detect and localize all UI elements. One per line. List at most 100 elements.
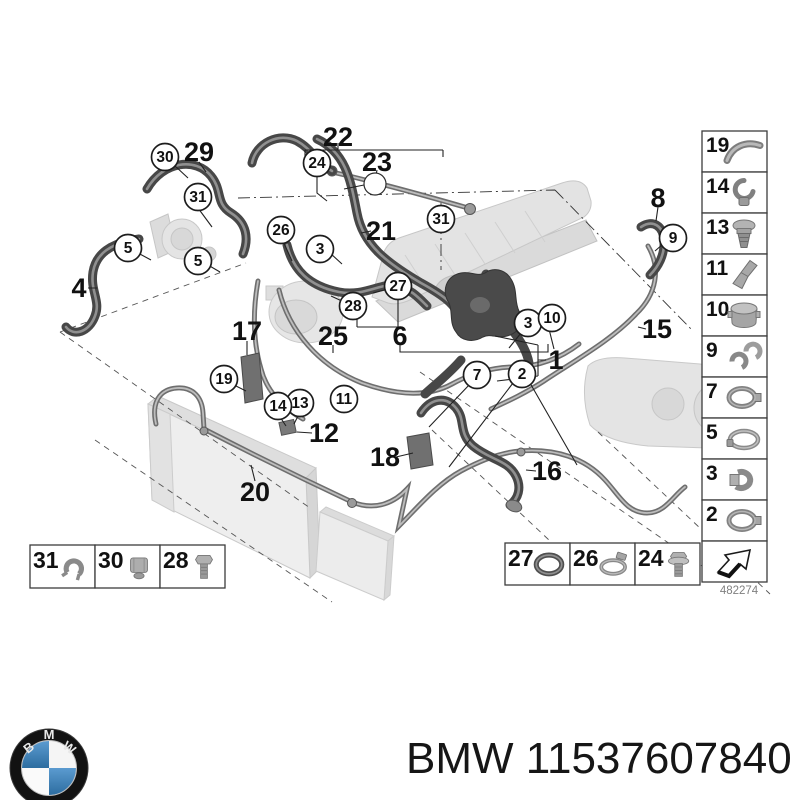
- sidebar-cell-9: 9: [701, 335, 768, 378]
- sidebar-arrow-cell: [701, 540, 768, 583]
- callout-20: 20: [240, 477, 270, 507]
- cell-number: 2: [706, 503, 718, 526]
- table-middle: 27 26 24: [504, 542, 701, 586]
- sidebar-cell-3: 3: [701, 458, 768, 501]
- clamp-spring-icon: [61, 558, 84, 581]
- callout-17: 17: [232, 316, 262, 346]
- callout-circled-10: 10: [537, 303, 567, 333]
- callout-22: 22: [323, 122, 353, 152]
- drawing-code: 482274: [720, 585, 759, 597]
- callout-18: 18: [370, 442, 400, 472]
- callout-circle: [338, 291, 368, 321]
- cell-number: 27: [508, 545, 534, 571]
- table-cell-24: 24: [634, 542, 701, 586]
- clip-c-icon: [729, 469, 754, 491]
- cell-number: 10: [706, 298, 729, 321]
- callout-number: 9: [669, 230, 678, 247]
- cell-number: 28: [163, 547, 189, 573]
- coolant-hoses: [61, 133, 669, 510]
- sidebar-cell-19: 19: [701, 130, 768, 173]
- callout-circle: [266, 215, 296, 245]
- arrow-out-icon: [716, 548, 752, 579]
- callout-circled-9: 9: [658, 223, 688, 253]
- callout-circled-5: 5: [183, 246, 213, 276]
- callout-circled-19: 19: [209, 364, 239, 394]
- callout-circle: [426, 204, 456, 234]
- callout-number: 26: [272, 222, 290, 239]
- rivet-icon: [732, 219, 756, 248]
- part-number: BMW 11537607840: [406, 734, 792, 784]
- thermostat-cap: [470, 297, 490, 313]
- cell-number: 9: [706, 339, 718, 362]
- valve-cover-silhouette: [371, 180, 592, 305]
- cell-number: 19: [706, 134, 729, 157]
- callout-circled-13: 13: [285, 388, 315, 418]
- callout-29: 29: [184, 137, 214, 167]
- callout-circled-30: 30: [150, 142, 180, 172]
- small-parts: [240, 352, 523, 513]
- callout-16: 16: [532, 456, 562, 486]
- sidebar-cell-11: 11: [701, 253, 768, 296]
- table-cell-27: 27: [504, 542, 571, 586]
- callout-23: 23: [362, 147, 392, 177]
- cell-number: 24: [638, 545, 664, 571]
- condenser: [315, 506, 395, 602]
- callout-12: 12: [309, 418, 339, 448]
- callout-circled-14: 14: [263, 391, 293, 421]
- callout-circled-31: 31: [426, 204, 456, 234]
- holder-clip-icon: [732, 178, 756, 206]
- callout-number: 13: [291, 395, 309, 412]
- table-cell-31: 31: [29, 544, 96, 589]
- callout-circle: [507, 359, 537, 389]
- logo-quadrant-blue-tl: [22, 741, 49, 768]
- cell-box: [634, 542, 701, 586]
- callout-number: 5: [194, 253, 203, 270]
- callout-21: 21: [366, 216, 396, 246]
- callout-number: 3: [316, 241, 325, 258]
- gasket-circle-23: [363, 172, 387, 196]
- callout-circle: [305, 234, 335, 264]
- cell-number: 11: [706, 257, 729, 280]
- brand-text: BMW: [406, 734, 514, 783]
- callout-circle: [462, 360, 492, 390]
- clamp-double-icon: [729, 341, 763, 370]
- sleeve-clamp-icon: [130, 557, 148, 580]
- cell-number: 3: [706, 462, 718, 485]
- bmw-logo: B M W: [3, 722, 99, 800]
- callout-circled-26: 26: [266, 215, 296, 245]
- callout-number: 10: [543, 310, 560, 327]
- hose-thermostat-a: [420, 355, 466, 399]
- sidebar-cell-10: 10: [701, 294, 768, 337]
- cell-number: 26: [573, 545, 599, 571]
- callout-circled-5: 5: [113, 233, 143, 263]
- callout-number: 28: [344, 298, 362, 315]
- bracket-17: [240, 352, 264, 404]
- cell-number: 31: [33, 547, 59, 573]
- cooling-hoses-diagram: 2223298214172561511218162030243126535272…: [29, 122, 771, 603]
- flange-16: [505, 499, 523, 513]
- callout-6: 6: [392, 321, 407, 351]
- sidebar-cell-7: 7: [701, 376, 768, 419]
- table-cell-26: 26: [569, 542, 636, 586]
- cell-box: [29, 544, 96, 589]
- callout-25: 25: [318, 321, 348, 351]
- callout-number: 2: [518, 366, 527, 383]
- callout-circled-7: 7: [462, 360, 492, 390]
- callout-circle: [658, 223, 688, 253]
- clamp-tab-icon: [726, 509, 762, 532]
- logo-quadrant-blue-br: [49, 768, 76, 795]
- radiator: [147, 395, 321, 580]
- callout-circled-31: 31: [183, 182, 213, 212]
- callout-number: 5: [124, 240, 133, 257]
- clip-12: [278, 418, 297, 436]
- cell-box: [94, 544, 161, 589]
- callout-circle: [183, 246, 213, 276]
- sidebar-cell-14: 14: [701, 171, 768, 214]
- callout-circle: [302, 148, 332, 178]
- callout-15: 15: [642, 314, 672, 344]
- leader-lines: [88, 143, 664, 482]
- cell-box: [701, 253, 768, 296]
- callout-number: 31: [189, 189, 207, 206]
